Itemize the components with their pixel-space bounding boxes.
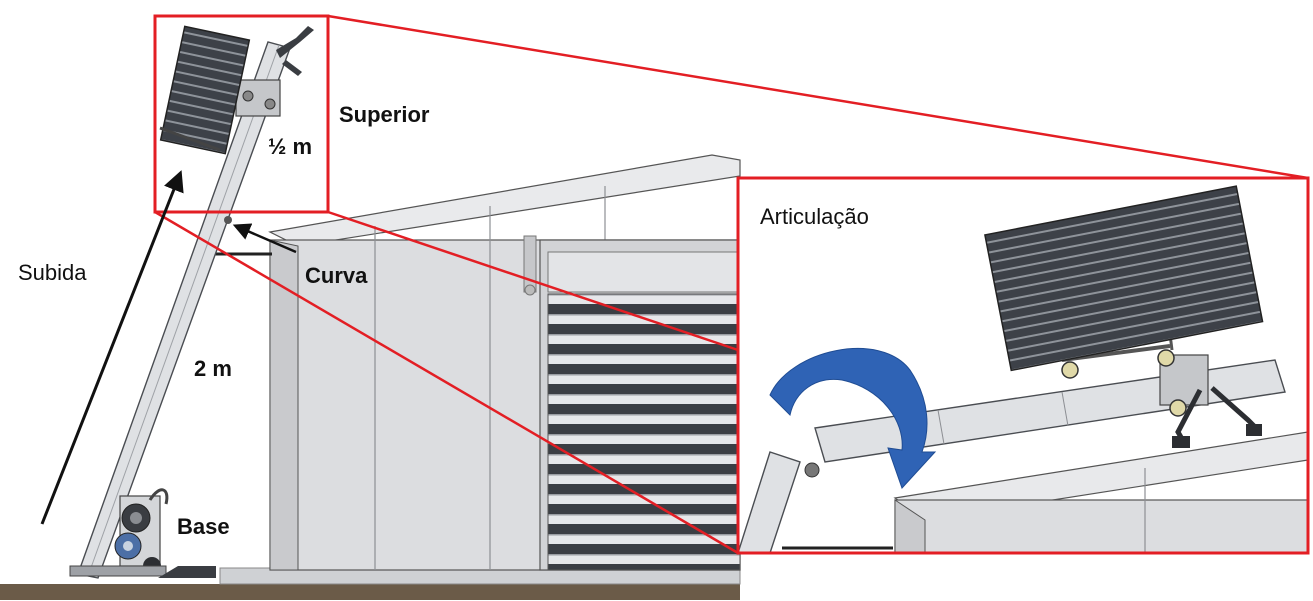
lift bbox=[69, 25, 314, 579]
ground bbox=[0, 567, 741, 600]
base-label: Base bbox=[177, 514, 230, 539]
curva-arrow bbox=[232, 223, 297, 254]
superior-label: Superior bbox=[339, 102, 430, 127]
articulacao-label: Articulação bbox=[760, 204, 869, 229]
subida-arrow bbox=[40, 170, 184, 525]
subida-label: Subida bbox=[18, 260, 87, 285]
curva-label: Curva bbox=[305, 263, 368, 288]
zoom-detail-panel bbox=[736, 176, 1310, 555]
zoom-connector-lines bbox=[154, 14, 1309, 555]
highlight-box-superior bbox=[153, 14, 330, 214]
two-meters-label: 2 m bbox=[194, 356, 232, 381]
building bbox=[268, 154, 741, 571]
half-meter-label: ½ m bbox=[268, 134, 313, 159]
highlight-box-zoom bbox=[736, 176, 1310, 555]
